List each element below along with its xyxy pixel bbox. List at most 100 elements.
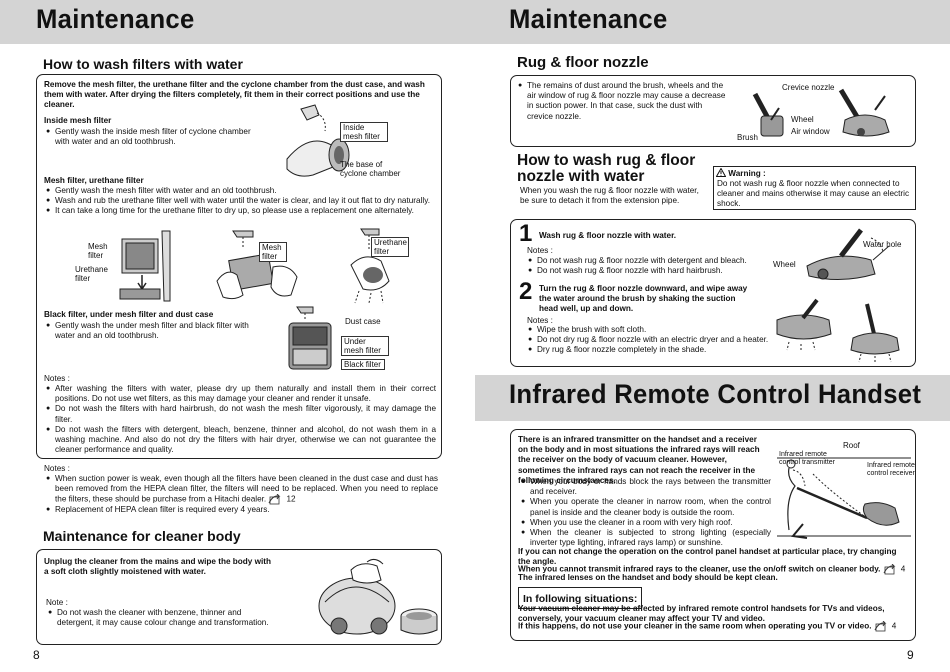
water-hole-label: Water hole [863,240,902,249]
filter-parts-illustration [119,230,171,302]
mesh-urethane-list: Gently wash the mesh filter with water a… [46,186,438,217]
step2-notes: Wipe the brush with soft cloth. Do not d… [528,325,784,356]
page-reference-icon [883,564,896,575]
rug-section-title: Rug & floor nozzle [517,54,649,71]
mesh-filter-label-2: Mesh filter [259,242,287,262]
cyclone-base-label: The base of cyclone chamber [340,160,401,178]
rug-box: The remains of dust around the brush, wh… [510,75,916,147]
list-item: It can take a long time for the urethane… [46,206,438,216]
cleaner-body-box: Unplug the cleaner from the mains and wi… [36,549,442,645]
black-filter-label: Black filter [341,359,385,370]
black-filter-title: Black filter, under mesh filter and dust… [44,310,214,319]
left-page-title: Maintenance [36,4,195,34]
wash-dust-case-illustration [288,306,332,370]
remote-para2: When you cannot transmit infrared rays t… [518,564,906,575]
mesh-urethane-title: Mesh filter, urethane filter [44,176,144,185]
list-item: Dry rug & floor nozzle completely in the… [528,345,784,355]
cleaner-body-intro: Unplug the cleaner from the mains and wi… [44,557,271,577]
list-item: Do not wash rug & floor nozzle with dete… [528,256,768,266]
infrared-remote-illustration [777,457,911,539]
roof-label: Roof [843,441,860,450]
list-item: When suction power is weak, even though … [46,474,438,505]
page-reference-icon [874,621,887,632]
list-item: The remains of dust around the brush, wh… [518,81,728,122]
brush-label: Brush [737,133,758,142]
urethane-filter-label-2: Urethane filter [371,237,409,257]
step2-notes-label: Notes : [527,316,553,325]
list-item: When the cleaner is subjected to strong … [521,528,771,548]
page-reference-icon [269,494,281,505]
list-item: Do not wash the filters with hard hairbr… [46,404,436,424]
dust-case-label: Dust case [345,317,381,326]
list-item: Gently wash the inside mesh filter of cy… [46,127,264,147]
wash-nozzle-title-line1: How to wash rug & floor [517,152,696,169]
wash-steps-box: 1 Wash rug & floor nozzle with water. No… [510,219,916,367]
wash-nozzle-title: How to wash rug & floor nozzle with wate… [517,153,695,185]
step2-number: 2 [519,278,533,305]
wash-nozzle-title-line2: nozzle with water [517,168,645,185]
under-mesh-filter-label: Under mesh filter [341,336,389,356]
remote-box: There is an infrared transmitter on the … [510,429,916,641]
list-item: Wash and rub the urethane filter well wi… [46,196,438,206]
wash-urethane-filter-illustration [350,228,390,304]
rug-list: The remains of dust around the brush, wh… [518,81,728,122]
list-item: Wipe the brush with soft cloth. [528,325,784,335]
wheel-label: Wheel [791,115,814,124]
step1-wheel-label: Wheel [773,260,796,269]
warning-title: Warning : [728,169,766,178]
wash-nozzle-illustration [806,228,890,281]
situations-title: In following situations: [523,593,638,605]
rug-nozzle-cleaning-illustration [752,88,890,137]
right-page-number: 9 [907,648,914,662]
cleaner-body-section-title: Maintenance for cleaner body [43,528,241,544]
remote-para3: The infrared lenses on the handset and b… [518,573,778,582]
warning-triangle-icon [716,168,726,177]
wipe-cleaner-illustration [318,558,438,635]
receiver-label: Infrared remote control receiver [867,462,915,477]
list-item: Do not wash rug & floor nozzle with hard… [528,266,768,276]
black-filter-list: Gently wash the under mesh filter and bl… [46,321,258,341]
situations-text2: If this happens, do not use your cleaner… [518,621,897,632]
wash-mesh-filter-illustration [216,230,298,300]
step2-title: Turn the rug & floor nozzle downward, an… [539,284,748,314]
right-page-title: Maintenance [509,4,668,34]
filters-box: Remove the mesh filter, the urethane fil… [36,74,442,459]
air-window-label: Air window [791,127,830,136]
list-item: When you use the cleaner in a room with … [521,518,771,528]
filters-intro: Remove the mesh filter, the urethane fil… [44,80,425,110]
crevice-nozzle-label: Crevice nozzle [782,83,835,92]
list-item: Do not wash the cleaner with benzene, th… [48,608,280,628]
cleaner-body-notes: Do not wash the cleaner with benzene, th… [48,608,280,628]
left-header-bar: Maintenance [0,0,475,44]
remote-list: When your body or hands block the rays b… [521,477,771,548]
list-item: Gently wash the under mesh filter and bl… [46,321,258,341]
remote-title: Infrared Remote Control Handset [509,379,922,409]
list-item: When your body or hands block the rays b… [521,477,771,497]
step1-notes-label: Notes : [527,246,553,255]
transmitter-label: Infrared remote control transmitter [779,451,836,466]
notes2-list: When suction power is weak, even though … [46,474,438,516]
urethane-filter-label: Urethane filter [75,265,108,283]
warning-title-row: Warning : [716,168,766,179]
list-item: Do not wash the filters with detergent, … [46,425,436,456]
inside-mesh-filter-label: Inside mesh filter [340,122,388,142]
situations-text: Your vacuum cleaner may be affected by i… [518,604,885,624]
warning-box: Warning : Do not wash rug & floor nozzle… [713,166,916,210]
cleaner-body-note-label: Note : [46,598,68,607]
mesh-filter-label: Mesh filter [88,242,108,260]
filters-notes-list: After washing the filters with water, pl… [46,384,436,455]
step1-notes: Do not wash rug & floor nozzle with dete… [528,256,768,277]
list-item: Replacement of HEPA clean filter is requ… [46,505,438,515]
list-item: After washing the filters with water, pl… [46,384,436,404]
filters-notes-label: Notes : [44,374,70,383]
remote-header-bar: Infrared Remote Control Handset [475,375,950,421]
shake-nozzle-illustration [776,298,900,364]
inside-mesh-title: Inside mesh filter [44,116,112,125]
filters-section-title: How to wash filters with water [43,56,243,72]
warning-text: Do not wash rug & floor nozzle when conn… [717,179,910,209]
situations-title-box: In following situations: [518,587,643,609]
left-page-number: 8 [33,648,40,662]
list-item: Do not dry rug & floor nozzle with an el… [528,335,784,345]
wash-nozzle-desc: When you wash the rug & floor nozzle wit… [520,186,699,206]
notes2-label: Notes : [44,464,70,473]
